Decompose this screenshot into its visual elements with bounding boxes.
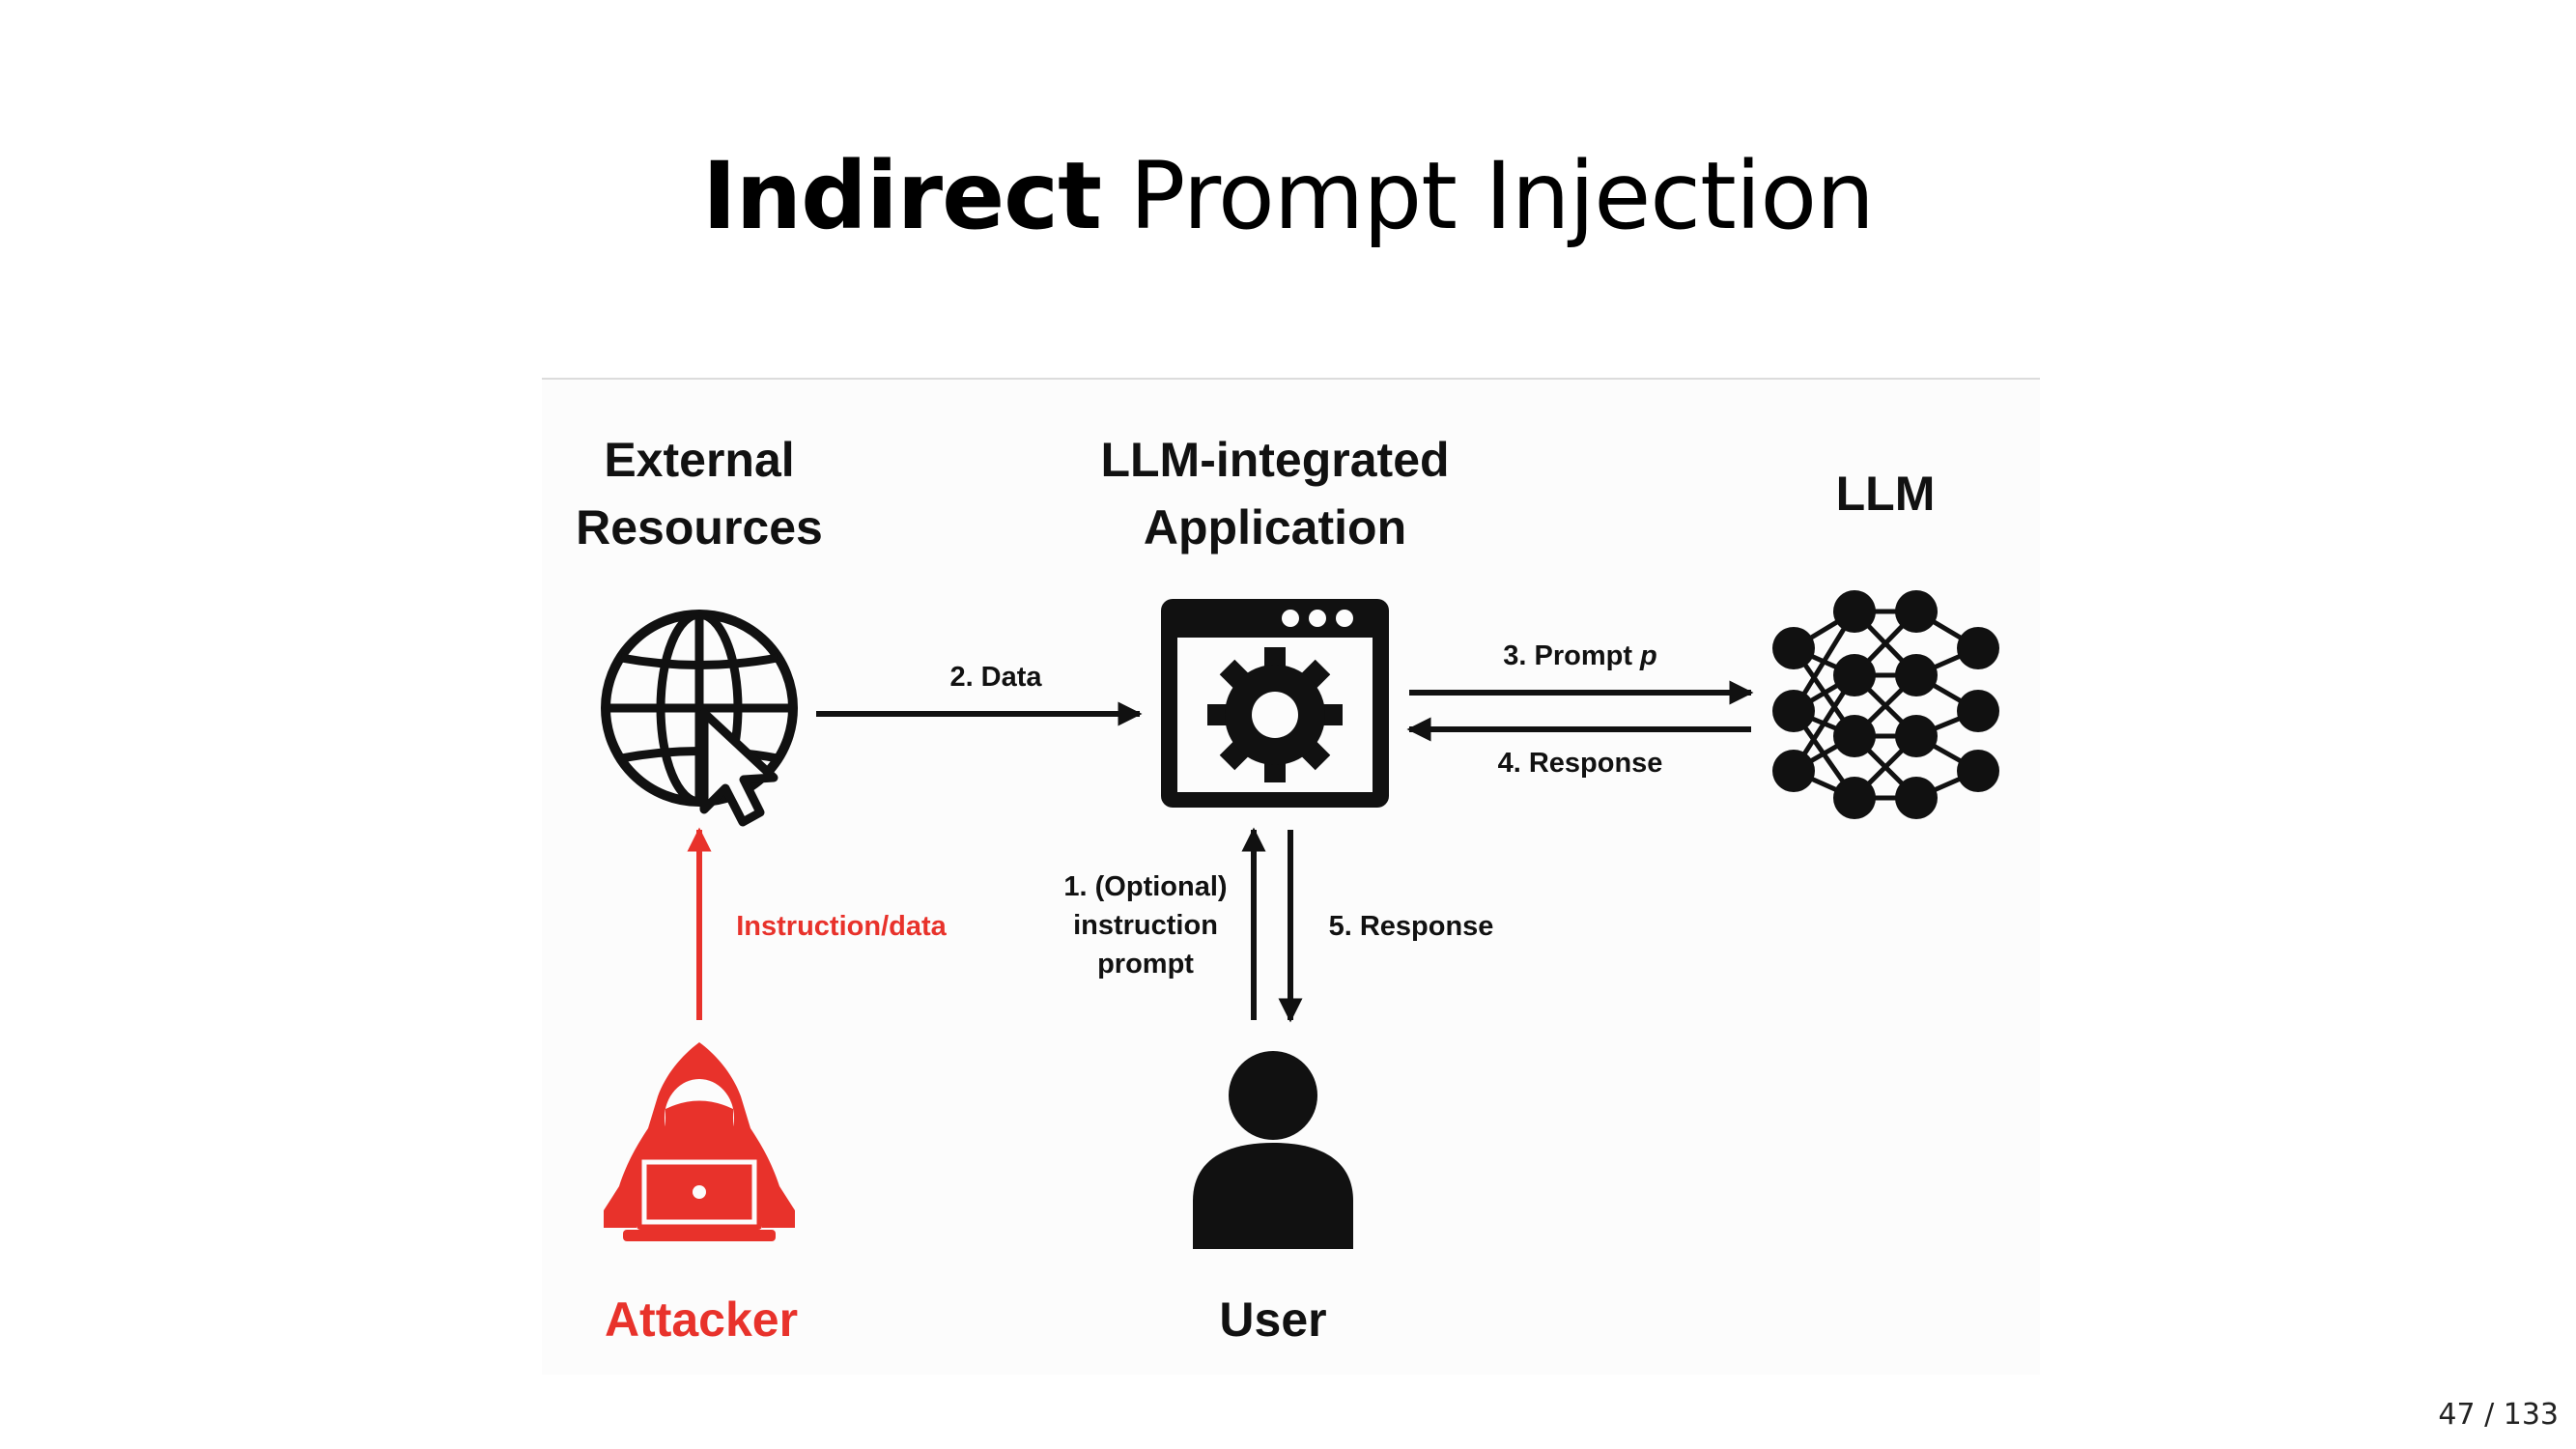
external-resources-line1: External <box>604 433 795 487</box>
page-number: 47 / 133 <box>2438 1398 2559 1432</box>
llm-app-line2: Application <box>1143 500 1407 554</box>
page-total: 133 <box>2503 1398 2559 1432</box>
page-separator: / <box>2475 1398 2504 1432</box>
attacker-label: Attacker <box>604 1293 799 1347</box>
prompt-edge-text: 3. Prompt <box>1503 640 1641 671</box>
user-label: User <box>1219 1293 1327 1347</box>
prompt-edge-label: 3. Prompt p <box>1459 637 1701 675</box>
neural-network-icon <box>1772 590 1999 819</box>
page-current: 47 <box>2438 1398 2476 1432</box>
instruction-edge-label: 1. (Optional) instruction prompt <box>1054 867 1237 983</box>
app-window-gear-icon <box>1161 599 1389 808</box>
llm-app-label: LLM-integrated Application <box>1082 426 1468 561</box>
llm-app-line1: LLM-integrated <box>1100 433 1450 487</box>
llm-label: LLM <box>1835 467 1936 521</box>
external-resources-line2: Resources <box>576 500 823 554</box>
diagram: External Resources LLM-integrated Applic… <box>542 378 2040 1375</box>
slide-title: Indirect Prompt Injection <box>0 133 2576 259</box>
llm-response-edge-label: 4. Response <box>1497 748 1663 779</box>
title-bold: Indirect <box>702 142 1102 250</box>
instruction-line1: 1. (Optional) <box>1063 871 1228 902</box>
title-normal: Prompt Injection <box>1129 142 1874 250</box>
user-response-edge-label: 5. Response <box>1328 911 1494 942</box>
data-edge-label: 2. Data <box>949 662 1042 693</box>
instruction-line2: instruction <box>1073 910 1218 941</box>
hacker-laptop-icon <box>604 1042 795 1241</box>
user-icon <box>1193 1051 1353 1249</box>
globe-cursor-icon <box>601 610 798 827</box>
prompt-edge-var: p <box>1640 640 1657 671</box>
instruction-line3: prompt <box>1097 949 1194 980</box>
attacker-edge-label: Instruction/data <box>736 911 947 942</box>
external-resources-label: External Resources <box>542 426 857 561</box>
